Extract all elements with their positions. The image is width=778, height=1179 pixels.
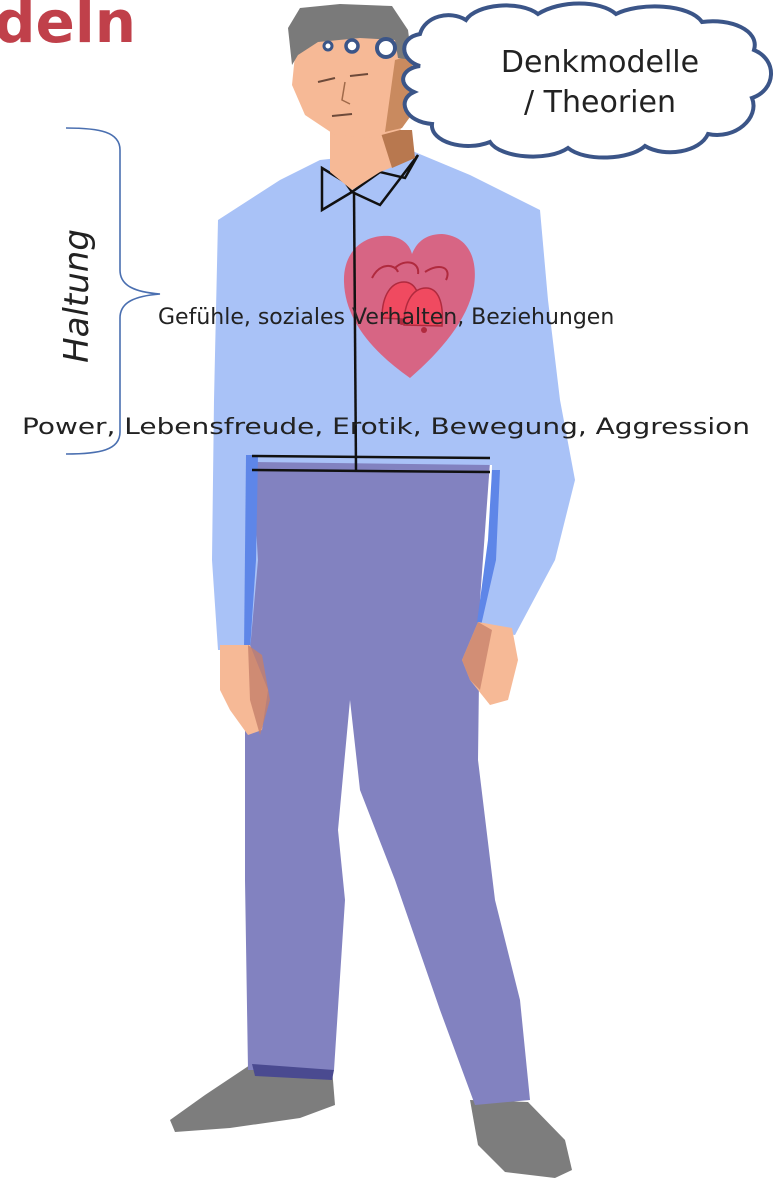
title-fragment: deln [0, 0, 136, 56]
thought-dot-large [377, 39, 395, 57]
thought-dot-medium [346, 40, 358, 52]
label-feelings: Gefühle, soziales Verhalten, Beziehungen [158, 305, 614, 330]
person-figure [170, 4, 575, 1178]
right-shoe [470, 1100, 572, 1178]
label-power: Power, Lebensfreude, Erotik, Bewegung, A… [22, 415, 750, 440]
thought-dot-small [324, 42, 332, 50]
thought-cloud [403, 4, 771, 158]
bracket-label: Haltung [57, 229, 97, 363]
thought-line-2: / Theorien [524, 85, 676, 120]
thought-line-1: Denkmodelle [501, 45, 699, 80]
